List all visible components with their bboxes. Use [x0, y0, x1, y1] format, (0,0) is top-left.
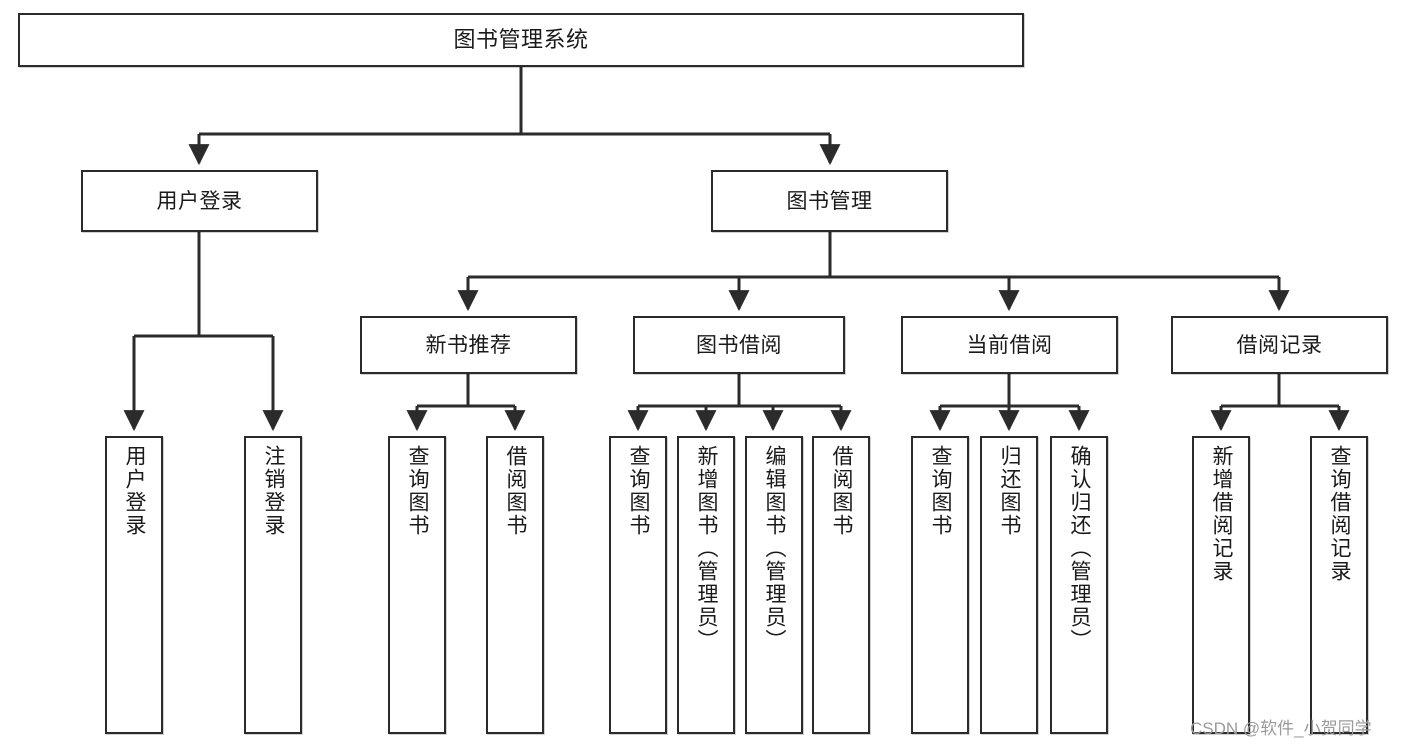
leaf-edit-book-admin[interactable]: 编辑图书（管理员） — [745, 436, 803, 734]
node-label: 借阅图书 — [830, 445, 854, 537]
node-label: 当前借阅 — [966, 333, 1053, 357]
leaf-query-book[interactable]: 查询图书 — [609, 436, 667, 734]
leaf-user-login[interactable]: 用户登录 — [105, 436, 163, 734]
leaf-confirm-return-admin[interactable]: 确认归还（管理员） — [1050, 436, 1108, 734]
node-label: 图书管理 — [786, 189, 873, 213]
leaf-borrow-book-recommend[interactable]: 借阅图书 — [486, 436, 544, 734]
leaf-borrow-book[interactable]: 借阅图书 — [812, 436, 870, 734]
node-label: 图书管理系统 — [453, 27, 589, 52]
node-user-login[interactable]: 用户登录 — [81, 170, 318, 232]
node-new-book-recommend[interactable]: 新书推荐 — [360, 316, 577, 374]
watermark-text: CSDN @软件_小贺同学 — [1190, 719, 1372, 738]
node-book-management[interactable]: 图书管理 — [711, 170, 948, 232]
leaf-logout[interactable]: 注销登录 — [244, 436, 302, 734]
node-label: 查询图书 — [406, 445, 430, 537]
node-label: 图书借阅 — [696, 333, 782, 357]
node-label: 借阅记录 — [1236, 333, 1323, 357]
node-current-borrow[interactable]: 当前借阅 — [901, 316, 1118, 374]
node-book-management-system[interactable]: 图书管理系统 — [18, 13, 1024, 67]
node-label: 注销登录 — [262, 445, 286, 537]
leaf-query-book-current[interactable]: 查询图书 — [911, 436, 969, 734]
node-label: 查询图书 — [929, 445, 953, 537]
node-book-borrow[interactable]: 图书借阅 — [633, 316, 845, 374]
node-label: 新增图书（管理员） — [695, 445, 719, 652]
leaf-return-book[interactable]: 归还图书 — [980, 436, 1038, 734]
leaf-add-borrow-record[interactable]: 新增借阅记录 — [1192, 436, 1250, 734]
node-label: 新书推荐 — [425, 333, 512, 357]
leaf-query-borrow-record[interactable]: 查询借阅记录 — [1310, 436, 1368, 734]
node-borrow-record[interactable]: 借阅记录 — [1171, 316, 1388, 374]
node-label: 用户登录 — [123, 445, 147, 537]
leaf-add-book-admin[interactable]: 新增图书（管理员） — [677, 436, 735, 734]
node-label: 归还图书 — [998, 445, 1022, 537]
node-label: 确认归还（管理员） — [1068, 445, 1092, 652]
node-label: 用户登录 — [156, 189, 243, 213]
node-label: 借阅图书 — [504, 445, 528, 537]
node-label: 查询借阅记录 — [1328, 445, 1352, 583]
node-label: 编辑图书（管理员） — [763, 445, 787, 652]
node-label: 新增借阅记录 — [1210, 445, 1234, 583]
leaf-query-book-recommend[interactable]: 查询图书 — [388, 436, 446, 734]
node-label: 查询图书 — [627, 445, 651, 537]
